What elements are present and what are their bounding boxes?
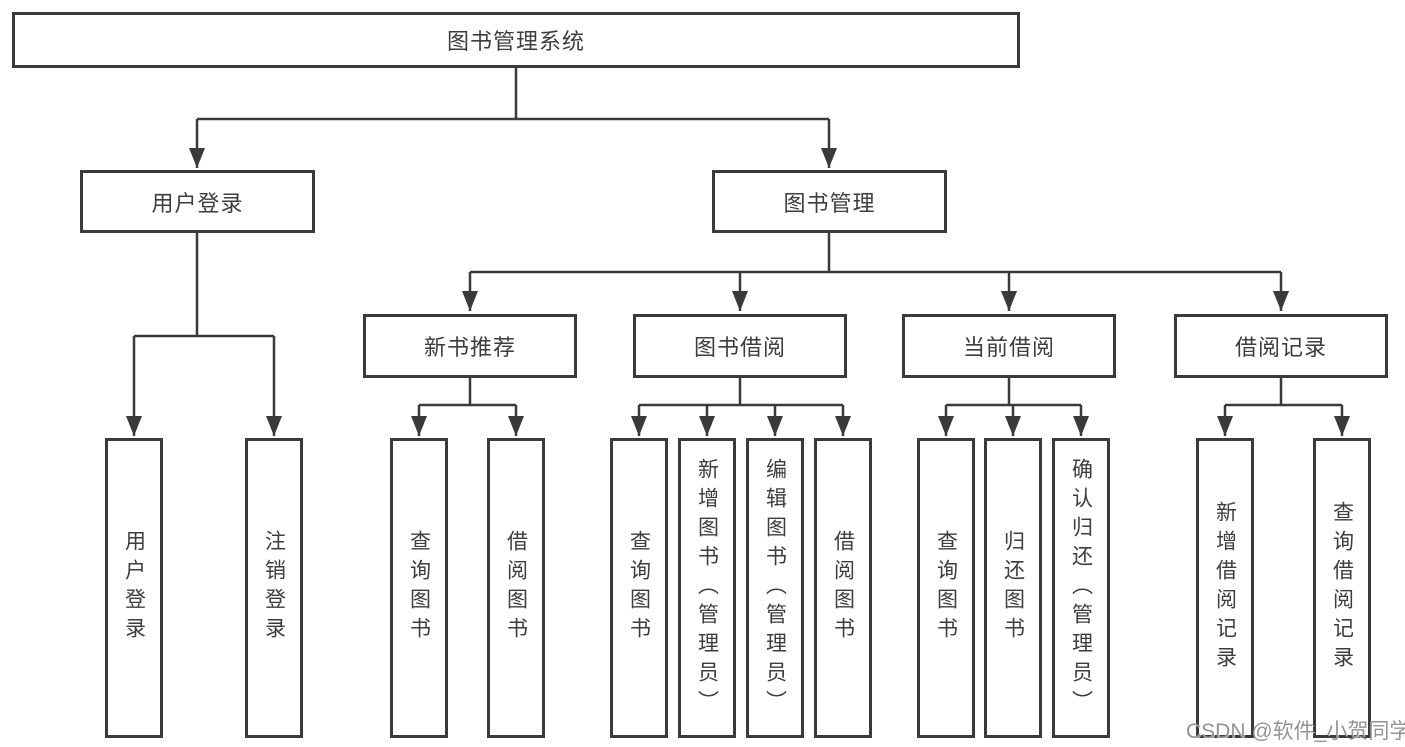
node-label: 用户登录 (151, 190, 244, 216)
leaf-add-borrow-record: 新增借阅记录 (1196, 438, 1254, 738)
leaf-user-login: 用户登录 (105, 438, 163, 738)
leaf-label: 查询图书 (934, 530, 958, 646)
node-user-login-branch: 用户登录 (80, 170, 315, 233)
node-borrow-records: 借阅记录 (1174, 314, 1388, 378)
leaf-edit-books-admin: 编辑图书（管理员） (746, 438, 804, 738)
leaf-query-books-1: 查询图书 (390, 438, 448, 738)
leaf-add-books-admin: 新增图书（管理员） (678, 438, 736, 738)
leaf-query-books-3: 查询图书 (917, 438, 975, 738)
leaf-label: 新增借阅记录 (1213, 501, 1237, 675)
leaf-label: 查询图书 (627, 530, 651, 646)
leaf-label: 编辑图书（管理员） (763, 457, 787, 719)
node-label: 新书推荐 (423, 335, 516, 360)
node-label: 当前借阅 (962, 335, 1055, 360)
leaf-logout: 注销登录 (245, 438, 303, 738)
leaf-query-borrow-record: 查询借阅记录 (1313, 438, 1371, 738)
node-book-borrowing: 图书借阅 (633, 314, 847, 378)
node-new-books: 新书推荐 (363, 314, 577, 378)
csdn-watermark: CSDN @软件_小贺同学 (1186, 720, 1405, 743)
leaf-borrow-books-2: 借阅图书 (814, 438, 872, 738)
leaf-label: 归还图书 (1001, 530, 1025, 646)
leaf-label: 确认归还（管理员） (1069, 457, 1093, 719)
leaf-return-books: 归还图书 (984, 438, 1042, 738)
node-root-label: 图书管理系统 (446, 29, 585, 54)
leaf-label: 新增图书（管理员） (695, 457, 719, 719)
leaf-borrow-books-1: 借阅图书 (487, 438, 545, 738)
node-current-borrowing: 当前借阅 (902, 314, 1116, 378)
leaf-label: 查询借阅记录 (1330, 501, 1354, 675)
leaf-confirm-return-admin: 确认归还（管理员） (1052, 438, 1110, 738)
leaf-label: 查询图书 (407, 530, 431, 646)
node-root: 图书管理系统 (12, 12, 1020, 68)
leaf-query-books-2: 查询图书 (610, 438, 668, 738)
node-label: 借阅记录 (1234, 335, 1327, 360)
leaf-label: 注销登录 (262, 530, 286, 646)
leaf-label: 借阅图书 (504, 530, 528, 646)
node-book-mgmt-branch: 图书管理 (712, 170, 947, 233)
node-label: 图书借阅 (693, 335, 786, 360)
node-label: 图书管理 (783, 190, 876, 216)
leaf-label: 借阅图书 (831, 530, 855, 646)
leaf-label: 用户登录 (122, 530, 146, 646)
